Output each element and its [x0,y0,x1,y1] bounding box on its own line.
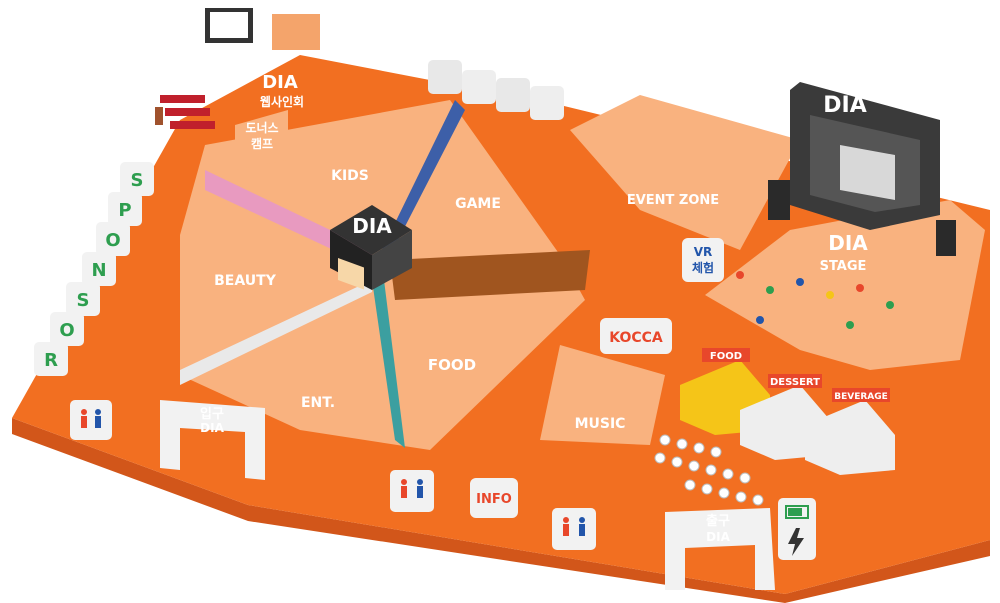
vr-tile[interactable]: VR 체험 [682,238,724,282]
kocca-label: KOCCA [609,330,663,346]
truck-label-dessert: DESSERT [770,377,820,388]
restroom-icon [390,470,434,512]
charging-station [778,498,816,560]
entrance-brand: DIA [200,421,224,435]
sponsor-letter-5: S [77,290,90,311]
truck-label-food: FOOD [710,351,742,362]
battery-icon [785,505,809,519]
truck-beverage: BEVERAGE [805,388,895,475]
entrance-label: 입구 [200,407,224,422]
event-zone-area [570,95,800,250]
sponsor-letter-4: N [91,260,106,281]
cinema-brand: DIA [197,47,233,68]
info-tile[interactable]: INFO [470,478,518,518]
cinema-block: DIA CINEMA [155,8,253,129]
restroom-icon [552,508,596,550]
zone-label-ent: ENT. [301,395,335,411]
zone-label-event: EVENT ZONE [627,193,719,208]
zone-label-kids: KIDS [331,168,369,184]
exit-gate[interactable]: 출구 DIA [665,508,775,590]
info-label: INFO [476,492,512,507]
donuts-label-2: 캠프 [251,136,273,151]
music-zone-area [540,345,665,445]
restroom-icon [70,400,112,440]
top-tiles [428,60,564,120]
exit-label: 출구 [706,513,730,529]
tower-brand: DIA [352,214,392,238]
webinar-brand: DIA [262,72,298,93]
sponsor-letter-1: S [131,170,144,191]
kocca-tile[interactable]: KOCCA [600,318,672,354]
truck-label-beverage: BEVERAGE [834,392,888,402]
zone-label-music: MUSIC [575,416,626,432]
divider-ent [180,280,372,385]
zone-label-webinar: 웹사인회 [260,94,304,109]
stage-area [705,200,985,370]
donuts-camp-block: 도너스 캠프 [235,110,288,170]
stage-banner: DIA [823,93,866,118]
zone-label-food: FOOD [428,356,476,374]
divider-food [372,280,405,448]
webinar-block: DIA 웹사인회 [260,14,320,109]
crowd [736,271,894,329]
zone-label-beauty: BEAUTY [214,273,277,289]
vr-label-1: VR [694,245,713,259]
vr-label-2: 체험 [692,260,714,275]
dia-stage: DIA DIA STAGE [768,82,956,274]
sponsor-tiles: S P O N S O R [34,162,154,376]
sponsor-letter-3: O [105,230,120,251]
stools [654,434,764,506]
sponsor-letter-7: R [44,350,58,371]
zone-label-cinema: CINEMA [193,71,246,85]
sponsor-letter-6: O [59,320,74,341]
charging-icon [788,528,804,556]
stage-brand: DIA [828,231,868,255]
zone-label-stage: STAGE [820,259,867,274]
exit-brand: DIA [706,530,730,544]
food-trucks: FOOD DESSERT BEVERAGE [680,348,895,475]
donuts-label-1: 도너스 [245,120,278,135]
floor-wood [390,250,590,300]
entrance-gate[interactable]: 입구 DIA [160,400,265,480]
sponsor-letter-2: P [118,200,131,221]
dia-tower: DIA [330,205,412,290]
zone-label-game: GAME [455,196,501,212]
cinema-seats [155,95,215,129]
